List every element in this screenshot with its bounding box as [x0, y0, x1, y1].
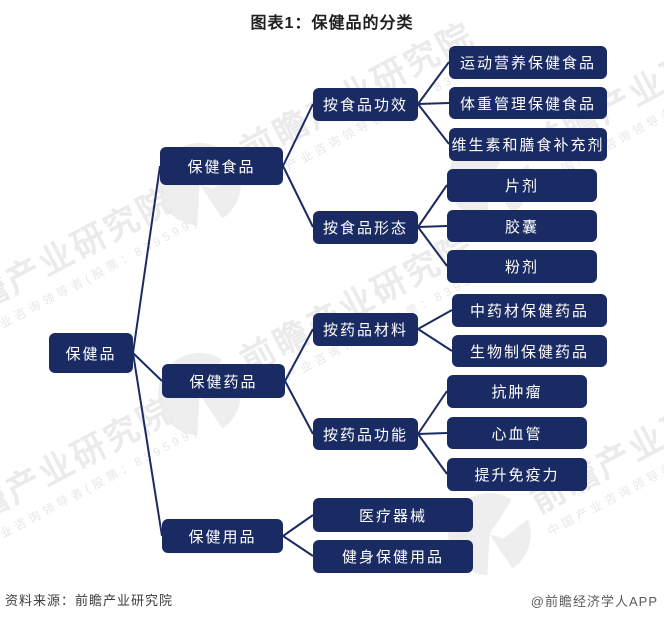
node-capsule: 胶囊: [447, 210, 597, 242]
node-health-drugs: 保健药品: [162, 364, 285, 398]
node-sports-nutrition-food: 运动营养保健食品: [449, 46, 607, 79]
data-source-note: 资料来源：前瞻产业研究院: [5, 593, 174, 608]
node-cardiovascular: 心血管: [447, 417, 587, 449]
node-herbal-health-drugs: 中药材保健药品: [452, 294, 607, 327]
publisher-credit: @前瞻经济学人APP: [530, 594, 658, 609]
node-by-food-efficacy: 按食品功效: [313, 88, 418, 121]
node-health-products: 保健品: [49, 333, 133, 373]
node-by-drug-material: 按药品材料: [313, 313, 418, 346]
node-by-drug-function: 按药品功能: [313, 418, 418, 450]
node-tablet: 片剂: [447, 169, 597, 202]
node-by-food-form: 按食品形态: [313, 211, 418, 244]
node-health-food: 保健食品: [160, 147, 283, 185]
chart-title: 图表1：保健品的分类: [250, 15, 414, 32]
node-immunity-boost: 提升免疫力: [447, 458, 587, 491]
node-health-supplies: 保健用品: [162, 519, 283, 553]
node-fitness-health-supplies: 健身保健用品: [313, 540, 473, 573]
node-anti-tumor: 抗肿瘤: [447, 375, 587, 408]
node-weight-management-food: 体重管理保健食品: [449, 87, 607, 119]
node-biological-health-drugs: 生物制保健药品: [452, 335, 607, 367]
node-vitamin-supplements: 维生素和膳食补充剂: [449, 128, 607, 161]
node-powder: 粉剂: [447, 250, 597, 283]
node-medical-devices: 医疗器械: [313, 498, 473, 532]
